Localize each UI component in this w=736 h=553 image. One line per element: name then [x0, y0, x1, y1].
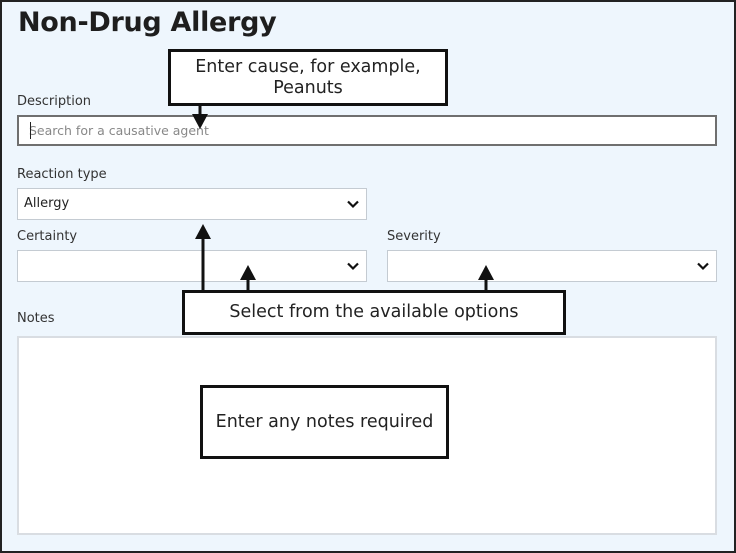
- chevron-down-icon: [347, 200, 359, 209]
- page-title: Non-Drug Allergy: [18, 7, 277, 38]
- chevron-down-icon: [697, 262, 709, 271]
- certainty-label: Certainty: [17, 229, 78, 244]
- callout-notes: Enter any notes required: [200, 385, 449, 459]
- reaction-type-select[interactable]: Allergy: [17, 188, 367, 220]
- certainty-select[interactable]: [17, 250, 367, 282]
- reaction-type-value: Allergy: [24, 196, 70, 211]
- description-label: Description: [17, 94, 92, 109]
- reaction-type-label: Reaction type: [17, 167, 107, 182]
- description-search-field[interactable]: [17, 115, 717, 146]
- severity-label: Severity: [387, 229, 441, 244]
- description-search-input[interactable]: [29, 117, 705, 144]
- notes-label: Notes: [17, 311, 55, 326]
- callout-cause: Enter cause, for example, Peanuts: [168, 49, 448, 106]
- callout-options: Select from the available options: [182, 290, 566, 335]
- text-cursor: [30, 122, 31, 139]
- chevron-down-icon: [347, 262, 359, 271]
- severity-select[interactable]: [387, 250, 717, 282]
